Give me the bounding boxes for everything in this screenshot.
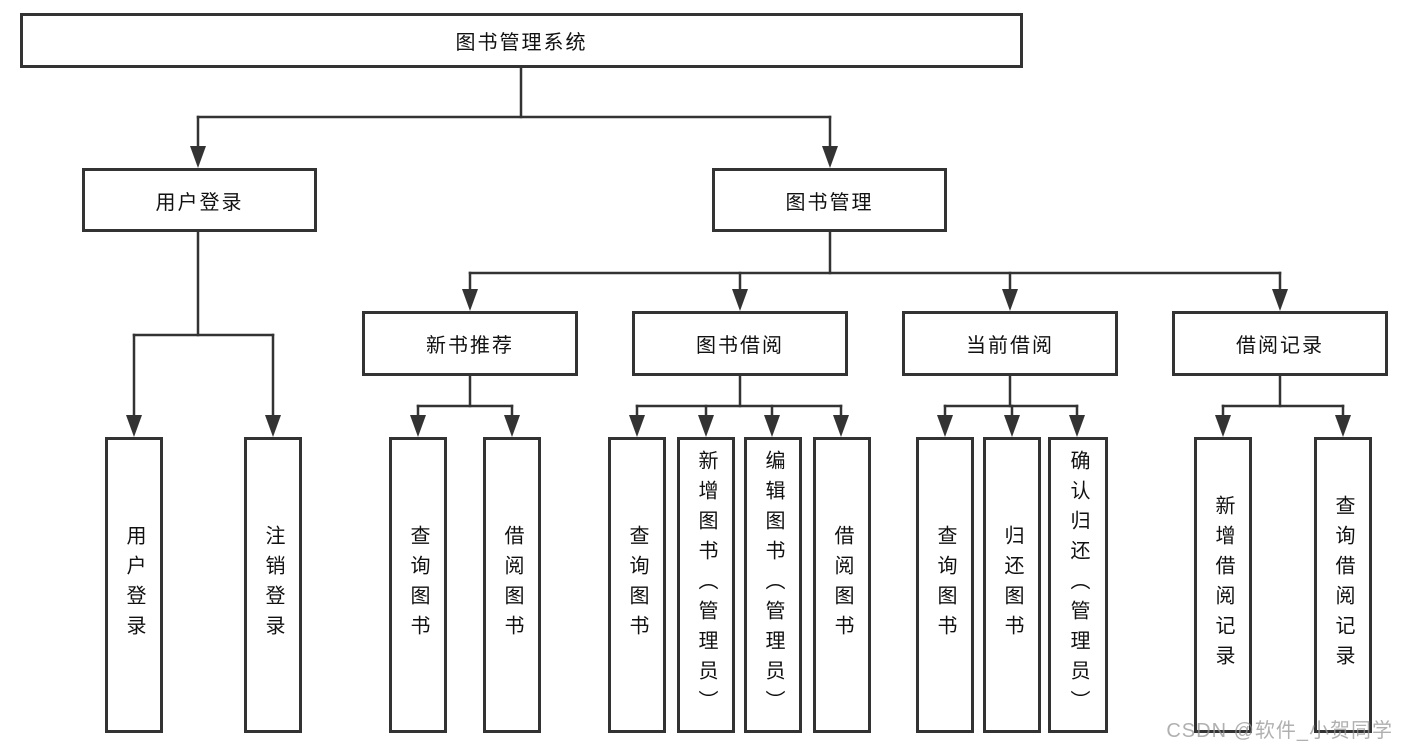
node-label: 新书推荐 bbox=[426, 335, 514, 357]
node-label: 借阅图书 bbox=[501, 525, 523, 645]
node-label: 新增借阅记录 bbox=[1212, 495, 1234, 675]
leaf-query-borrow-record: 查询借阅记录 bbox=[1314, 437, 1372, 733]
leaf-borrow-books-recommend: 借阅图书 bbox=[483, 437, 541, 733]
leaf-query-books-recommend: 查询图书 bbox=[389, 437, 447, 733]
node-label: 查询图书 bbox=[407, 525, 429, 645]
leaf-return-books: 归还图书 bbox=[983, 437, 1041, 733]
node-label: 查询图书 bbox=[934, 525, 956, 645]
node-label: 确认归还（管理员） bbox=[1067, 450, 1089, 720]
node-label: 借阅记录 bbox=[1236, 335, 1324, 357]
node-current-borrowing: 当前借阅 bbox=[902, 311, 1118, 376]
node-book-management: 图书管理 bbox=[712, 168, 947, 232]
leaf-add-borrow-record: 新增借阅记录 bbox=[1194, 437, 1252, 733]
leaf-logout: 注销登录 bbox=[244, 437, 302, 733]
node-new-book-recommendation: 新书推荐 bbox=[362, 311, 578, 376]
node-book-borrowing: 图书借阅 bbox=[632, 311, 848, 376]
node-label: 图书借阅 bbox=[696, 335, 784, 357]
node-label: 当前借阅 bbox=[966, 335, 1054, 357]
node-label: 图书管理 bbox=[785, 191, 874, 214]
node-library-management-system: 图书管理系统 bbox=[20, 13, 1023, 68]
leaf-edit-books-admin: 编辑图书（管理员） bbox=[744, 437, 802, 733]
node-label: 查询借阅记录 bbox=[1332, 495, 1354, 675]
node-label: 用户登录 bbox=[155, 191, 244, 214]
node-label: 编辑图书（管理员） bbox=[762, 450, 784, 720]
leaf-query-books-current: 查询图书 bbox=[916, 437, 974, 733]
leaf-add-books-admin: 新增图书（管理员） bbox=[677, 437, 735, 733]
leaf-query-books-borrowing: 查询图书 bbox=[608, 437, 666, 733]
node-label: 图书管理系统 bbox=[455, 32, 588, 54]
node-borrowing-records: 借阅记录 bbox=[1172, 311, 1388, 376]
node-label: 归还图书 bbox=[1001, 525, 1023, 645]
node-user-login: 用户登录 bbox=[82, 168, 317, 232]
node-label: 用户登录 bbox=[123, 525, 145, 645]
node-label: 注销登录 bbox=[262, 525, 284, 645]
leaf-confirm-return-admin: 确认归还（管理员） bbox=[1048, 437, 1108, 733]
node-label: 新增图书（管理员） bbox=[695, 450, 717, 720]
node-label: 查询图书 bbox=[626, 525, 648, 645]
node-label: 借阅图书 bbox=[831, 525, 853, 645]
leaf-borrow-books-borrowing: 借阅图书 bbox=[813, 437, 871, 733]
leaf-user-login: 用户登录 bbox=[105, 437, 163, 733]
